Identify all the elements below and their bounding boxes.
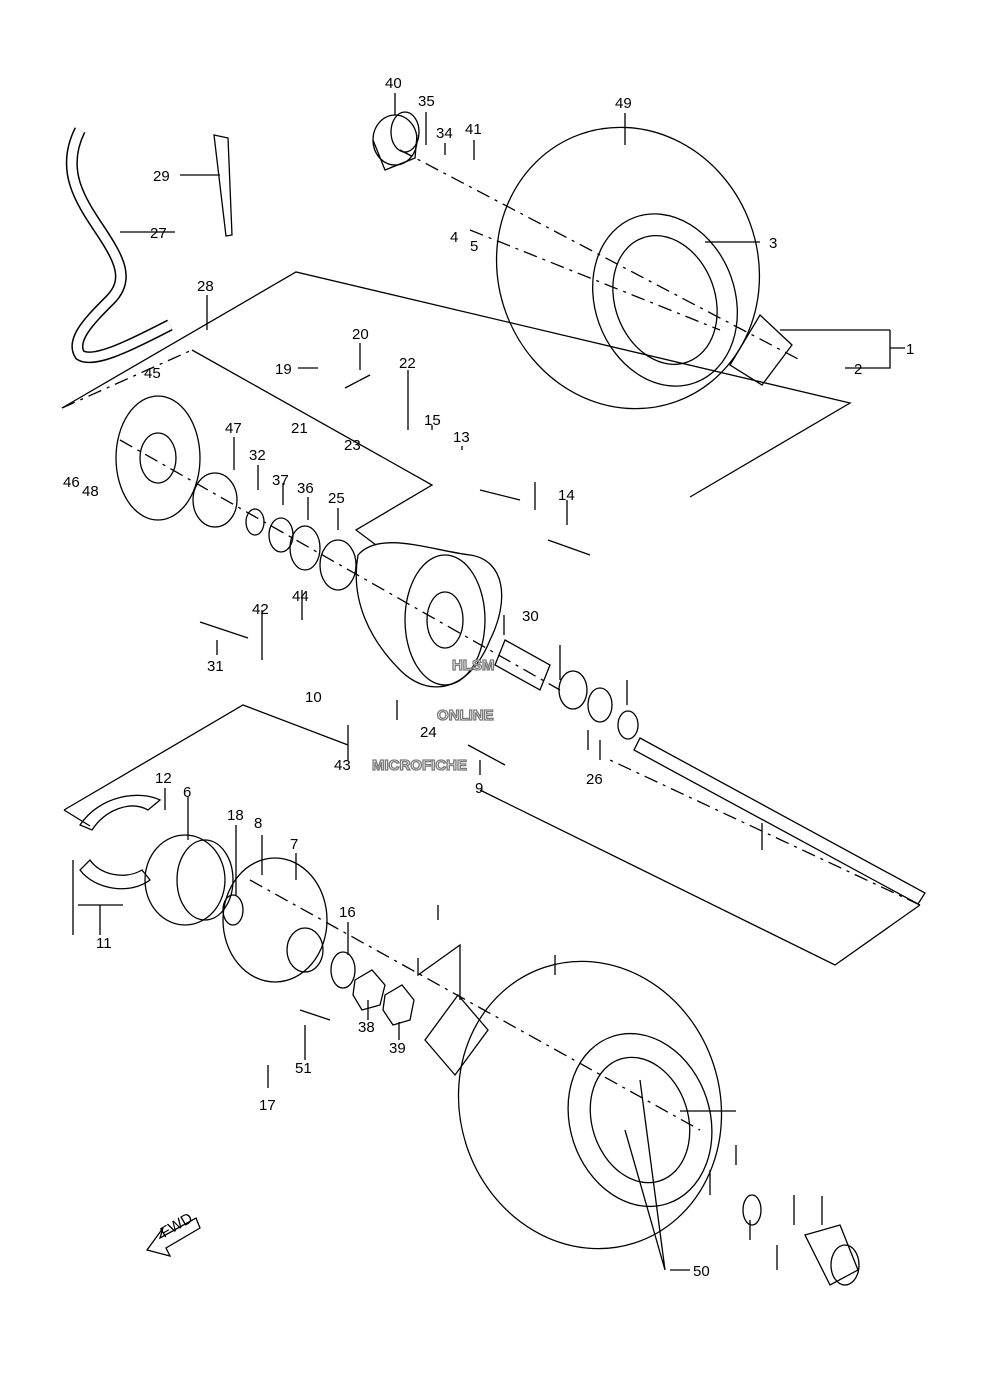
nut-39 [382, 984, 415, 1026]
lower-frame-outline [63, 704, 349, 811]
callout: 45 [144, 365, 161, 382]
callout: 18 [227, 807, 244, 824]
seal-37-b [617, 710, 639, 740]
bolt-9 [467, 744, 506, 766]
callout: 32 [249, 447, 266, 464]
callout: 47 [225, 420, 242, 437]
callout-labels: 40 35 34 41 49 29 27 4 5 3 1 2 28 20 19 … [63, 75, 914, 1280]
callout: 40 [385, 75, 402, 92]
bolt-20 [344, 374, 371, 389]
brake-shoe-11-upper [79, 794, 162, 831]
fwd-arrow-icon: FWD [145, 1210, 201, 1257]
callout: 13 [453, 429, 470, 446]
callout: 2 [854, 361, 862, 378]
callout: 26 [586, 771, 603, 788]
nut-38 [352, 969, 386, 1011]
seal-36 [289, 525, 321, 571]
callout: 43 [334, 757, 351, 774]
callout: 19 [275, 361, 292, 378]
brake-panel-1-lower [424, 993, 489, 1077]
callout: 1 [906, 341, 914, 358]
callout: 7 [290, 836, 298, 853]
callout: 44 [292, 588, 309, 605]
switch-14 [547, 539, 591, 556]
callout: 34 [436, 125, 453, 142]
callout: 50 [693, 1263, 710, 1280]
brake-cover-7 [222, 857, 328, 983]
hub-cap-40-lower [804, 1224, 860, 1286]
callout: 36 [297, 480, 314, 497]
callout: 6 [183, 784, 191, 801]
upper-frame-outline [61, 271, 852, 498]
brake-panel-1-top [729, 313, 793, 386]
brake-drum-6 [144, 834, 234, 926]
callout: 8 [254, 815, 262, 832]
callout: 9 [475, 780, 483, 797]
sleeve-30 [494, 639, 551, 691]
sprocket-45 [115, 395, 201, 521]
callout: 35 [418, 93, 435, 110]
callout: 14 [558, 487, 575, 504]
axle-shaft-33 [633, 737, 926, 905]
callout: 25 [328, 490, 345, 507]
callout: 10 [305, 689, 322, 706]
bearing-25 [319, 539, 357, 591]
circlip-32 [245, 508, 265, 536]
washer-41-lower [742, 1194, 762, 1226]
cable-tie-29 [213, 134, 233, 237]
callout: 20 [352, 326, 369, 343]
tire-49-lower [457, 960, 723, 1250]
tire-49-top [495, 126, 761, 410]
callout: 28 [197, 278, 214, 295]
watermark-line-3: MICROFICHE [372, 757, 467, 774]
callout: 49 [615, 95, 632, 112]
axle-housing-24 [355, 542, 503, 688]
bearing-25-b [558, 670, 588, 710]
callout: 17 [259, 1097, 276, 1114]
callout: 23 [344, 437, 361, 454]
callout: 41 [465, 121, 482, 138]
callout: 22 [399, 355, 416, 372]
watermark-line-1: HLSM [452, 657, 495, 674]
bolt-31 [199, 621, 249, 639]
callout: 3 [769, 235, 777, 252]
callout: 39 [389, 1040, 406, 1057]
callout: 12 [155, 770, 172, 787]
seal-26 [587, 687, 613, 723]
callout: 29 [153, 168, 170, 185]
callout: 38 [358, 1019, 375, 1036]
callout: 21 [291, 420, 308, 437]
bolt-51 [299, 1009, 331, 1021]
sprocket-hub-47 [192, 472, 238, 528]
callout: 48 [82, 483, 99, 500]
callout: 31 [207, 658, 224, 675]
callout: 42 [252, 601, 269, 618]
callout: 16 [339, 904, 356, 921]
hub-cap-40-top [372, 111, 420, 171]
callout: 15 [424, 412, 441, 429]
callout: 27 [150, 225, 167, 242]
watermark-line-2: ONLINE [437, 707, 494, 724]
callout: 4 [450, 229, 458, 246]
callout: 51 [295, 1060, 312, 1077]
callout: 37 [272, 472, 289, 489]
watermark: HLSM ONLINE MICROFICHE [371, 656, 495, 774]
callout: 24 [420, 724, 437, 741]
brake-shoe-11-lower [79, 858, 151, 890]
callout: 46 [63, 474, 80, 491]
washer-16 [330, 951, 356, 989]
callout: 30 [522, 608, 539, 625]
callout: 5 [470, 238, 478, 255]
callout: 11 [96, 935, 112, 952]
